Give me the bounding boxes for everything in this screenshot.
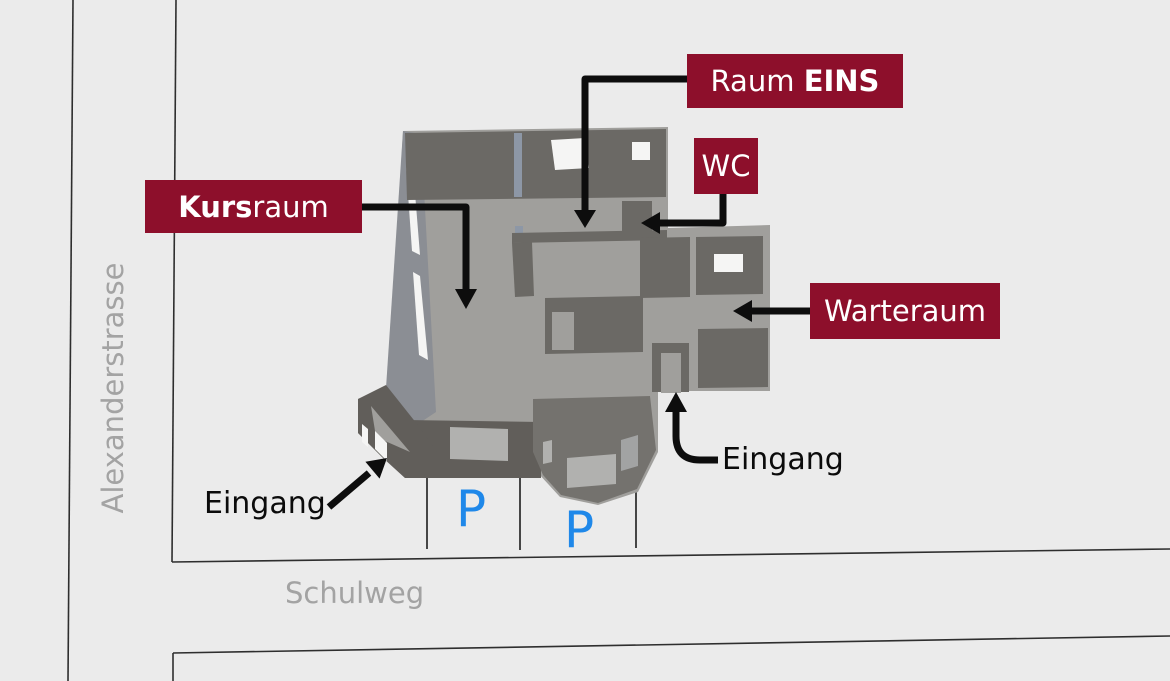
window (632, 142, 650, 160)
parking-p-1: P (456, 480, 487, 538)
entry-opening (661, 353, 681, 393)
window (543, 440, 552, 464)
parking-dividers (426, 476, 637, 550)
eingang-right-arrowhead (665, 392, 687, 412)
window (567, 454, 616, 488)
wc-label: WC (694, 138, 758, 194)
kursraum-arrow (362, 203, 470, 291)
warteraum-label-text: Warteraum (823, 294, 987, 328)
alexanderstrasse-east-line (171, 0, 177, 563)
window (413, 272, 428, 360)
window (621, 435, 638, 471)
kursraum-label-regular: raum (252, 189, 329, 224)
warteraum-label: Warteraum (810, 283, 1000, 339)
schulweg-south-line (172, 635, 1170, 654)
eingang-left-arrow (326, 470, 372, 510)
raum-eins-label-regular: Raum (710, 64, 804, 98)
raum-eins-label-bold: EINS (803, 64, 880, 98)
entrance-porch (358, 385, 437, 478)
eingang-left-arrowhead (365, 458, 387, 479)
wc-arrowhead (641, 212, 660, 234)
schulweg-north-line (171, 548, 1170, 563)
raum-eins-arrow (581, 75, 687, 212)
street-lines (67, 0, 1170, 681)
parking-p-2: P (564, 501, 595, 559)
door-opening (552, 312, 574, 350)
alexanderstrasse-label: Alexanderstrasse (96, 262, 130, 514)
kursraum-arrowhead (455, 289, 477, 309)
schulweg-label: Schulweg (285, 576, 425, 610)
window (551, 138, 589, 170)
eingang-left-label: Eingang (204, 486, 326, 521)
eingang-right-arrow (672, 410, 718, 464)
eingang-right-label: Eingang (722, 442, 844, 477)
bay-room (533, 396, 656, 503)
wc-label-text: WC (701, 149, 751, 183)
raum-eins-arrowhead (574, 210, 596, 228)
window (714, 254, 743, 272)
wing-room (640, 237, 690, 298)
porch-floor (371, 406, 410, 452)
north-rooms (405, 129, 666, 200)
annotation-arrows (326, 75, 810, 510)
alexanderstrasse-west-line (67, 0, 74, 681)
glass-wall (514, 133, 522, 197)
wc-arrow (658, 194, 727, 227)
kursraum-label-bold: Kurs (178, 189, 253, 224)
door-opening (375, 431, 387, 461)
window (450, 427, 508, 461)
window (362, 424, 368, 447)
wing-room (698, 328, 768, 388)
interior-wall (512, 242, 534, 297)
warteraum-arrowhead (733, 300, 752, 322)
raum-eins-label: Raum EINS (687, 54, 903, 108)
wc-room (622, 201, 652, 238)
